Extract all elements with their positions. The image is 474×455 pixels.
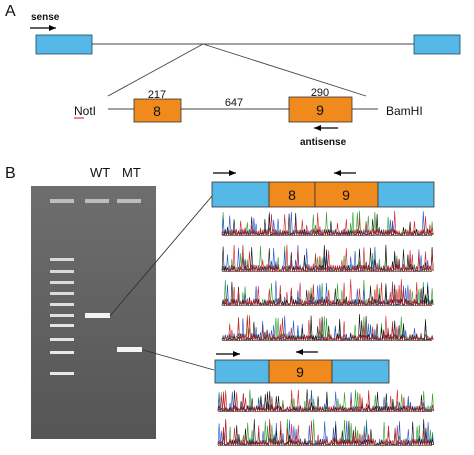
exon-8-box bbox=[133, 98, 182, 123]
wt-exon-8-label: 8 bbox=[288, 187, 296, 203]
gel-well bbox=[117, 199, 141, 203]
mt-chromatograms bbox=[217, 389, 434, 447]
wt-chromatogram-4 bbox=[221, 314, 434, 342]
ladder-band bbox=[50, 292, 74, 295]
intron-size: 647 bbox=[225, 97, 243, 109]
gel-well bbox=[85, 199, 109, 203]
mt-band bbox=[117, 347, 142, 352]
chromatogram-trace bbox=[217, 389, 434, 413]
mt-exon-9-label: 9 bbox=[296, 364, 304, 380]
panel-b: B WT MT bbox=[5, 165, 435, 447]
left-site-label: NotI bbox=[74, 104, 96, 118]
wt-chromatogram-3 bbox=[221, 279, 434, 307]
ladder-band bbox=[50, 258, 74, 261]
lane-label-mt: MT bbox=[122, 165, 141, 180]
mt-construct: 9 bbox=[214, 349, 390, 384]
ladder-band bbox=[50, 270, 74, 273]
gel-well bbox=[50, 199, 74, 203]
wt-construct: 8 9 bbox=[211, 170, 435, 208]
ladder-band bbox=[50, 324, 74, 327]
chromatogram-trace bbox=[217, 418, 434, 447]
wt-band bbox=[85, 313, 110, 318]
exon-8-size: 217 bbox=[148, 89, 166, 101]
chromatogram-trace bbox=[221, 244, 434, 273]
zoom-line-left bbox=[107, 43, 204, 97]
exon-9-label: 9 bbox=[316, 102, 324, 118]
exon-9-box bbox=[288, 96, 353, 123]
agarose-gel bbox=[31, 186, 156, 439]
panel-a: A sense NotI 217 8 647 290 9 BamHI antis… bbox=[5, 3, 461, 148]
ladder-band bbox=[50, 314, 74, 317]
mt-chromatogram-1 bbox=[217, 389, 434, 413]
wt-exon-9-box bbox=[314, 181, 379, 208]
chromatogram-trace bbox=[221, 210, 434, 237]
exon-8-label: 8 bbox=[153, 103, 161, 119]
panel-a-label: A bbox=[5, 3, 16, 20]
right-site-label: BamHI bbox=[386, 104, 423, 118]
zoom-line-right bbox=[202, 43, 367, 97]
exon-block-right bbox=[413, 34, 461, 55]
wt-connector bbox=[109, 195, 213, 317]
wt-flank-right bbox=[377, 181, 435, 208]
wt-flank-left bbox=[211, 181, 270, 208]
exon-9-size: 290 bbox=[311, 87, 329, 99]
chromatogram-trace bbox=[221, 315, 434, 342]
mt-flank-left bbox=[214, 359, 270, 384]
ladder-band bbox=[50, 303, 74, 306]
wt-chromatograms bbox=[221, 210, 434, 342]
gel-background bbox=[31, 186, 156, 439]
mt-connector bbox=[142, 349, 215, 371]
wt-exon-8-box bbox=[268, 181, 316, 208]
ladder-band bbox=[50, 372, 74, 375]
mt-chromatogram-2 bbox=[217, 418, 434, 447]
wt-chromatogram-1 bbox=[221, 210, 434, 237]
antisense-label: antisense bbox=[300, 137, 347, 148]
ladder-band bbox=[50, 338, 74, 341]
exon-block-left bbox=[35, 34, 93, 55]
ladder-band bbox=[50, 351, 74, 354]
wt-chromatogram-2 bbox=[221, 244, 434, 273]
chromatogram-trace bbox=[221, 279, 434, 307]
mt-flank-right bbox=[331, 359, 390, 384]
wt-exon-9-label: 9 bbox=[342, 187, 350, 203]
panel-b-label: B bbox=[5, 165, 16, 182]
sense-label: sense bbox=[31, 12, 60, 23]
lane-label-wt: WT bbox=[90, 165, 110, 180]
ladder-band bbox=[50, 281, 74, 284]
